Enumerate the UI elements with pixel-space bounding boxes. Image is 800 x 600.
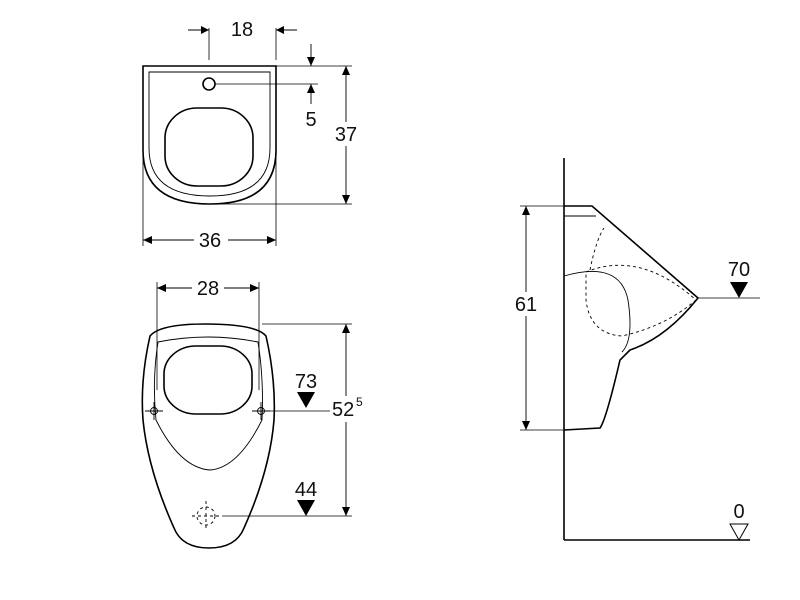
level-73-label: 73 (295, 371, 317, 393)
dim-52-label-bg (330, 396, 370, 422)
top-view-bowl (164, 107, 254, 187)
dim-61-arrow-top (522, 206, 530, 215)
level-70-marker-icon (730, 282, 748, 298)
dim-36-label: 36 (199, 230, 221, 252)
dim-52-superscript: 5 (356, 395, 363, 409)
dim-18-arrow-right (276, 26, 284, 34)
dim-28-label-bg (192, 276, 224, 300)
dim-36-label-bg (194, 228, 228, 252)
dim-18-arrow-left (201, 26, 209, 34)
level-44-label: 44 (295, 479, 317, 501)
level-70-label: 70 (728, 259, 750, 281)
fixing-right-icon (252, 402, 270, 420)
dim-61-label: 61 (515, 294, 537, 316)
level-0-marker-icon (729, 523, 749, 542)
dim-28-label: 28 (197, 278, 219, 300)
top-view: 18 5 37 36 (142, 19, 358, 252)
dim-37-label-bg (334, 122, 358, 146)
dim-61-arrow-bottom (522, 421, 530, 430)
dim-37-label: 37 (335, 124, 357, 146)
tap-hole-icon (202, 77, 216, 91)
dim-36-arrow-left (143, 236, 152, 244)
dim-52-label: 52 (332, 399, 354, 421)
dim-52-arrow-bottom (342, 507, 350, 516)
dim-18-label: 18 (231, 19, 253, 41)
side-view: 61 70 0 (512, 158, 760, 542)
front-view-bowl (163, 345, 253, 415)
level-44-marker-icon (297, 500, 315, 516)
side-view-outline (563, 205, 700, 431)
front-view-outline (141, 323, 276, 549)
level-0-label: 0 (733, 501, 744, 523)
dim-28-arrow-right (250, 284, 259, 292)
side-view-hidden-top (589, 227, 605, 271)
dim-37-arrow-bottom (342, 195, 350, 204)
dim-28-arrow-left (157, 284, 166, 292)
top-view-outline (142, 65, 277, 205)
dim-36-arrow-right (267, 236, 276, 244)
side-view-hidden-bowl (585, 264, 697, 337)
dim-52-arrow-top (342, 324, 350, 333)
front-view-rim (153, 336, 263, 471)
dim-5-arrow-top (307, 57, 315, 66)
dim-37-arrow-top (342, 66, 350, 75)
dim-61-label-bg (512, 292, 540, 316)
side-view-bowl (563, 270, 631, 353)
dim-5-arrow-bottom (307, 84, 315, 93)
level-73-marker-icon (297, 392, 315, 408)
fixing-left-icon (145, 402, 163, 420)
top-view-inner-shell (148, 71, 271, 197)
outlet-icon (192, 501, 220, 531)
front-view: 28 52 5 73 44 (141, 276, 370, 549)
dim-5-label: 5 (305, 109, 316, 131)
